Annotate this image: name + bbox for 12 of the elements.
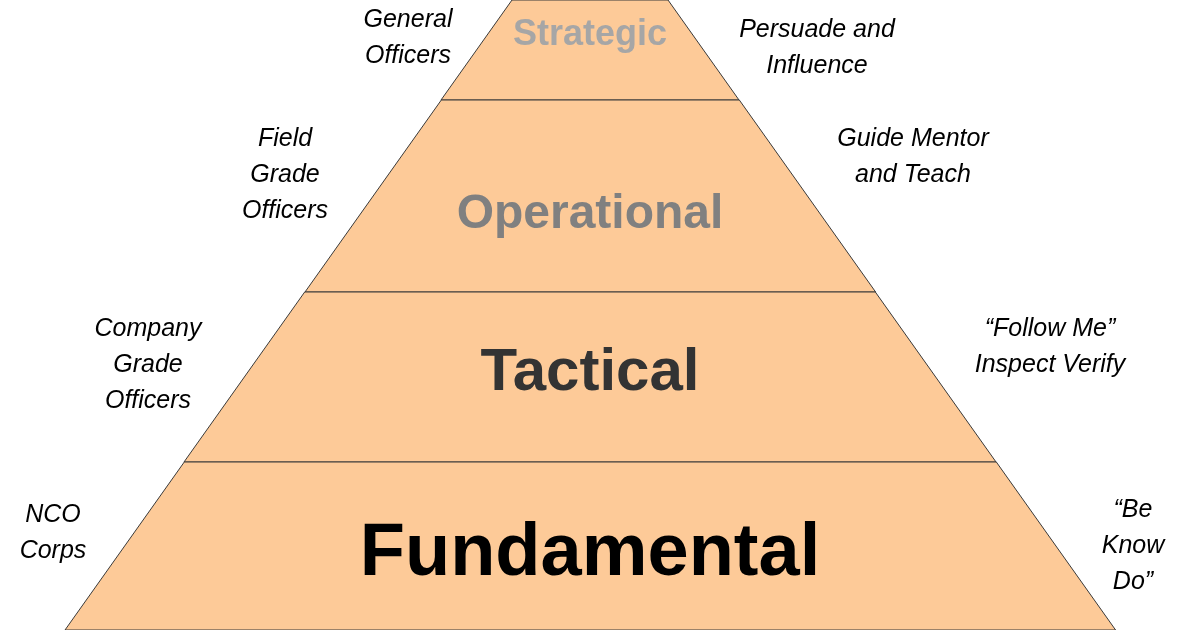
side-note: “Follow Me” Inspect Verify xyxy=(973,312,1128,379)
tier-title: Operational xyxy=(456,188,724,236)
tier-title: Tactical xyxy=(480,340,700,400)
side-note: Field Grade Officers xyxy=(240,122,330,225)
side-note: General Officers xyxy=(362,3,454,70)
side-note: Guide Mentor and Teach xyxy=(836,122,991,189)
side-note: Company Grade Officers xyxy=(93,312,204,415)
side-note: Persuade and Influence xyxy=(738,13,897,80)
tier-title: Fundamental xyxy=(359,513,821,587)
side-note: “Be Know Do” xyxy=(1100,493,1167,596)
tier-title: Strategic xyxy=(512,15,668,51)
side-note: NCO Corps xyxy=(18,498,88,565)
